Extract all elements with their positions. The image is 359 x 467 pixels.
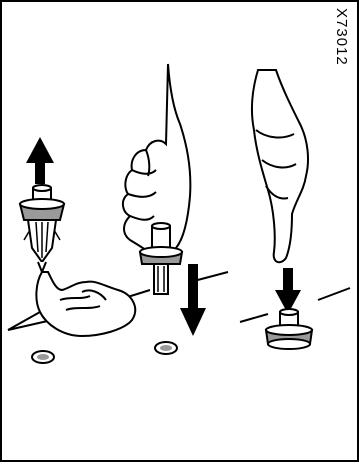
arrow-down-icon — [180, 264, 206, 336]
panel-hole — [32, 351, 54, 363]
arrow-down-icon — [275, 268, 301, 314]
arrow-up-icon — [26, 137, 54, 184]
figure-code: X73012 — [333, 8, 350, 66]
panel-hole — [155, 342, 177, 354]
hand-right — [252, 70, 308, 262]
fastener-right — [266, 309, 312, 349]
expanding-clip-removed — [20, 185, 64, 272]
